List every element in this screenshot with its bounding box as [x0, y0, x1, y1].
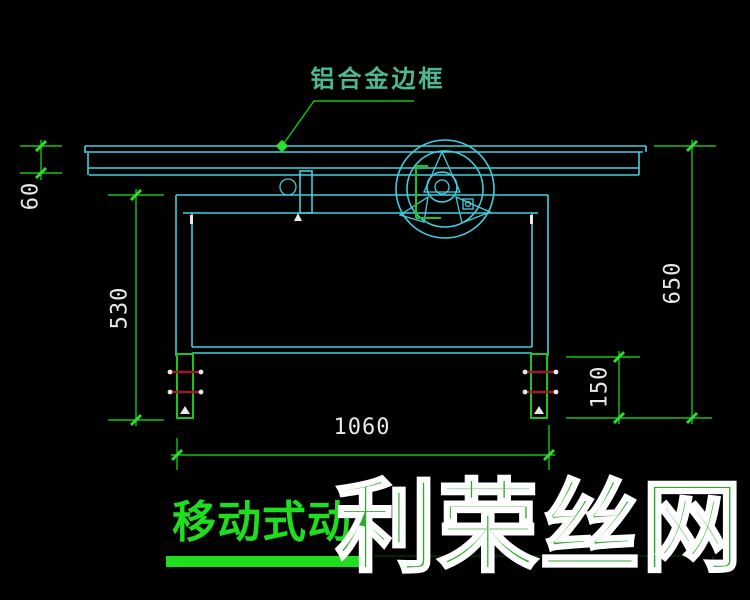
dimension-530: 530: [108, 189, 164, 426]
leg-joint-mark: [530, 215, 533, 224]
dim-1060-label: 1060: [334, 415, 391, 440]
left-foot: [167, 353, 204, 419]
title-underline: [166, 556, 371, 567]
foot-triangle-mark: [180, 406, 190, 414]
channel-foot-mark: [294, 213, 302, 221]
dimension-1060: 1060: [171, 415, 555, 470]
watermark-text: 利荣丝网: [335, 469, 744, 586]
crank-shaft-circle: [279, 178, 297, 196]
dim-650-label: 650: [661, 262, 686, 305]
right-foot: [522, 353, 559, 419]
crank-channel: [279, 170, 313, 221]
remnant-lines: [374, 505, 714, 572]
handwheel: [395, 139, 495, 239]
dimension-650: 650: [566, 140, 716, 424]
wheel-spoke-top: [422, 150, 462, 193]
callout-leader: 铝合金边框: [275, 65, 446, 153]
bolt-lines: [523, 370, 558, 394]
dimension-150: 150: [566, 351, 640, 424]
dim-150-label: 150: [588, 366, 613, 409]
leg-joint-mark: [190, 215, 193, 224]
dim-60-label: 60: [19, 182, 44, 211]
dimension-60: 60: [19, 140, 62, 211]
foot-triangle-mark: [534, 406, 544, 414]
bolt-lines: [168, 370, 203, 394]
table-frame-lines: [175, 194, 549, 356]
dim-530-label: 530: [108, 287, 133, 330]
wheel-spoke-left: [398, 195, 429, 223]
drawing-title: 移动式动: [172, 497, 352, 548]
callout-label: 铝合金边框: [311, 65, 446, 93]
wheel-bracket: [415, 165, 441, 219]
tabletop-lines: [84, 145, 647, 176]
crank-pivot: [462, 198, 474, 210]
